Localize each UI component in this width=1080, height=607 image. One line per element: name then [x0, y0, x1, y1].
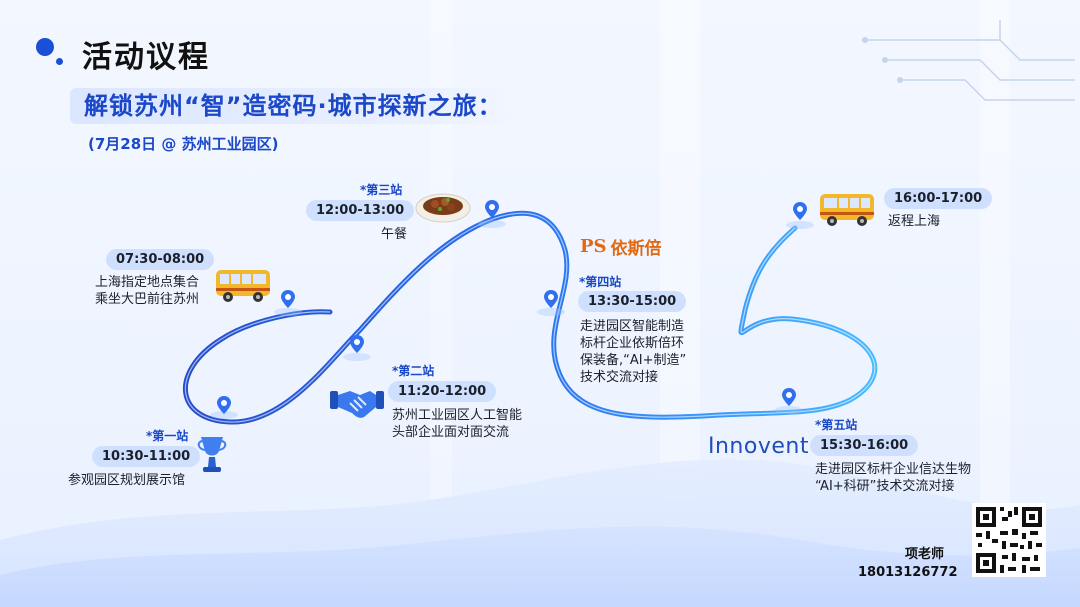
stop4-desc-line: 保装备,“AI+制造” — [580, 353, 687, 368]
map-pin-icon — [793, 202, 807, 220]
stop2-label: *第二站 — [392, 364, 435, 378]
subtitle: 解锁苏州“智”造密码·城市探新之旅： — [70, 88, 517, 124]
ips-logo-text: 依斯倍 — [610, 239, 662, 259]
stop2-time: 11:20-12:00 — [388, 381, 497, 402]
stop2-desc-line: 苏州工业园区人工智能 — [392, 408, 523, 423]
stop1-time: 10:30-11:00 — [92, 446, 201, 467]
page-title: 活动议程 — [82, 40, 210, 75]
stop1-label: *第一站 — [146, 429, 189, 443]
stop4-desc-line: 走进园区智能制造 — [580, 319, 685, 334]
stop4-label: *第四站 — [579, 275, 622, 289]
stop2-desc-line: 头部企业面对面交流 — [392, 425, 510, 440]
stop5-desc: 走进园区标杆企业信达生物 “AI+科研”技术交流对接 — [815, 461, 971, 495]
trophy-icon — [197, 437, 227, 472]
route-line — [182, 210, 878, 425]
bus-icon — [820, 194, 874, 226]
stop2-desc: 苏州工业园区人工智能 头部企业面对面交流 — [392, 407, 522, 441]
qr-code-icon[interactable] — [972, 503, 1046, 577]
stop5-desc-line: “AI+科研”技术交流对接 — [815, 479, 955, 494]
contact-phone: 18013126772 — [858, 565, 958, 580]
return-desc-line: 返程上海 — [888, 214, 941, 229]
map-pin-icon — [485, 200, 499, 218]
ips-logo: PS 依斯倍 — [580, 234, 662, 259]
stop4-desc: 走进园区智能制造 标杆企业依斯倍环 保装备,“AI+制造” 技术交流对接 — [580, 318, 686, 386]
innovent-logo: Innovent — [708, 434, 809, 459]
depart-desc: 上海指定地点集合 乘坐大巴前往苏州 — [95, 274, 199, 308]
return-time: 16:00-17:00 — [884, 188, 993, 209]
bus-icon — [216, 270, 270, 302]
stop5-time: 15:30-16:00 — [810, 435, 919, 456]
stop4-time: 13:30-15:00 — [578, 291, 687, 312]
stop3-desc-line: 午餐 — [381, 227, 408, 242]
map-pin-icon — [350, 335, 364, 353]
depart-desc-line: 上海指定地点集合 — [95, 275, 200, 290]
event-date: (7月28日 @ 苏州工业园区) — [88, 135, 279, 153]
stop1-desc-line: 参观园区规划展示馆 — [68, 473, 186, 488]
ips-logo-mark: PS — [580, 236, 607, 257]
return-desc: 返程上海 — [888, 213, 940, 230]
map-pin-icon — [217, 396, 231, 414]
title-dot-small-icon — [56, 58, 63, 65]
depart-time: 07:30-08:00 — [106, 249, 215, 270]
food-bowl-icon — [415, 193, 471, 223]
map-pin-icon — [544, 290, 558, 308]
stop3-desc: 午餐 — [381, 226, 407, 243]
stop3-label: *第三站 — [360, 183, 403, 197]
stop3-time: 12:00-13:00 — [306, 200, 415, 221]
contact-name: 项老师 — [905, 547, 945, 562]
map-pin-icon — [281, 290, 295, 308]
stop1-desc: 参观园区规划展示馆 — [68, 472, 185, 489]
depart-desc-line: 乘坐大巴前往苏州 — [95, 292, 200, 307]
stop5-label: *第五站 — [815, 418, 858, 432]
stop5-desc-line: 走进园区标杆企业信达生物 — [815, 462, 972, 477]
stop4-desc-line: 标杆企业依斯倍环 — [580, 336, 685, 351]
handshake-icon — [330, 391, 384, 418]
stop4-desc-line: 技术交流对接 — [580, 370, 659, 385]
title-dot-icon — [36, 38, 54, 56]
map-pin-icon — [782, 388, 796, 406]
